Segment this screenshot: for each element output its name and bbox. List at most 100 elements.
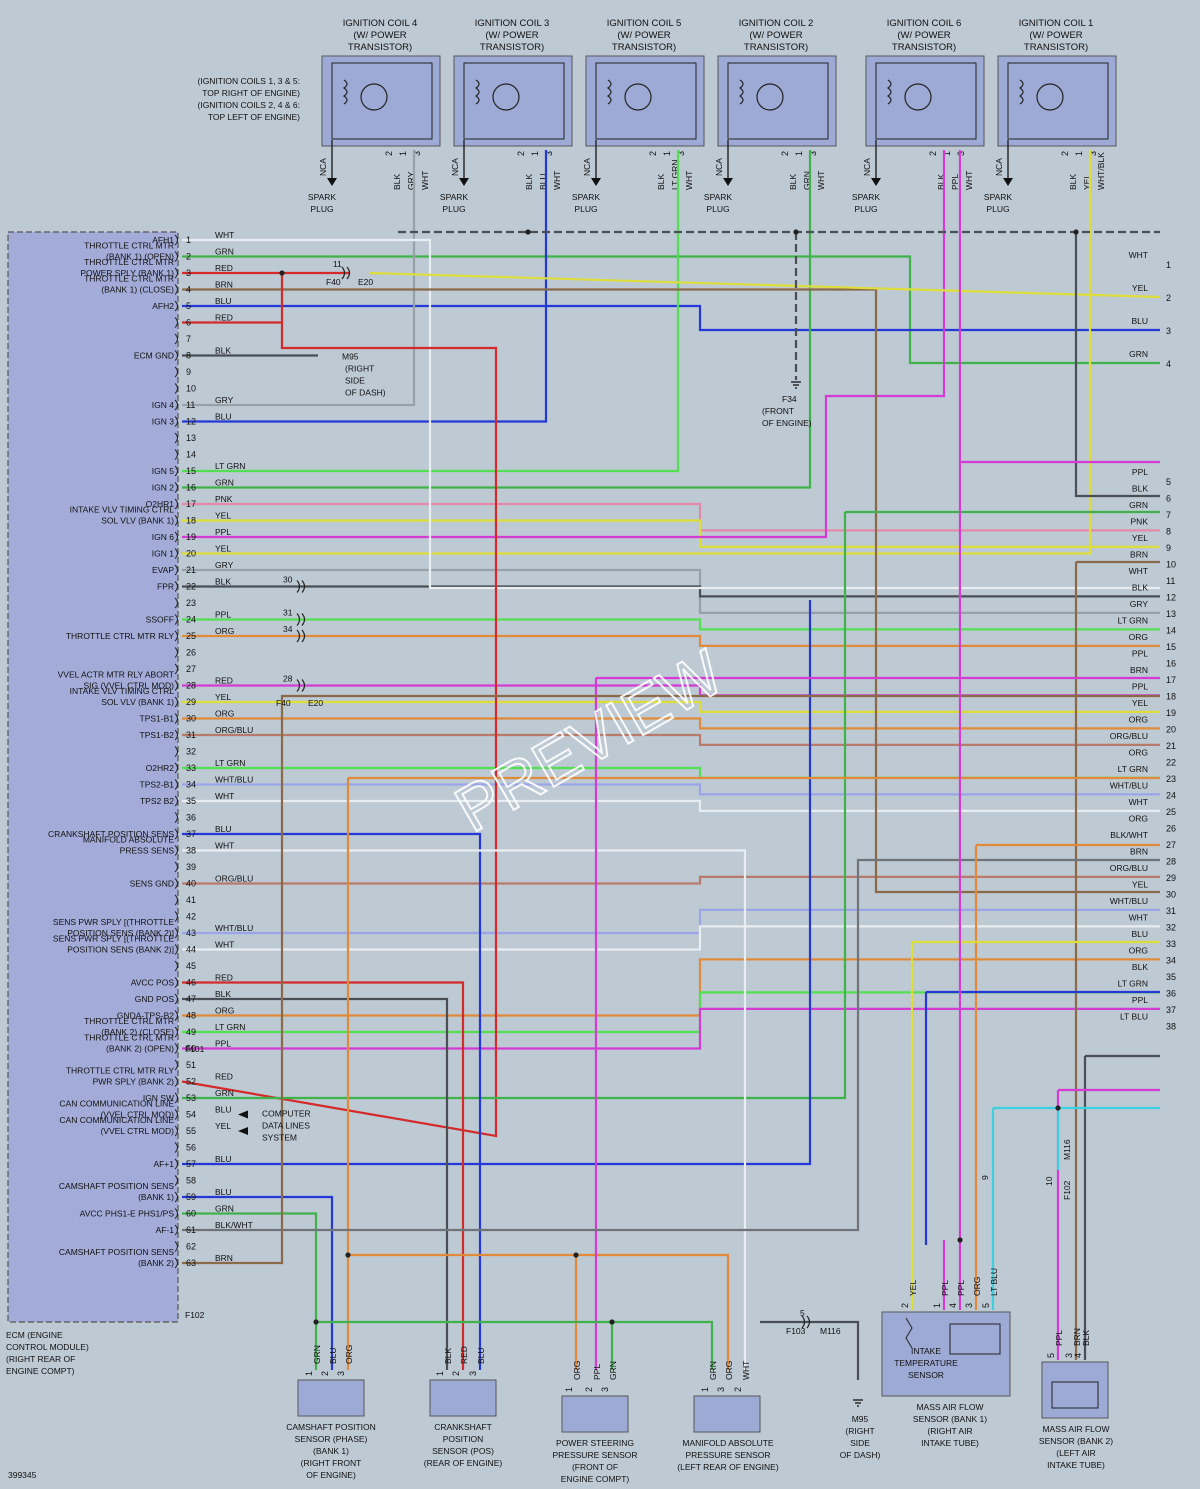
wire-map-wht [182, 849, 747, 1370]
right-terminal-wire-color: WHT/BLU [1110, 780, 1148, 790]
ecm-pin-terminal [174, 894, 178, 906]
ecm-pin-wire-color: GRY [215, 395, 234, 405]
sensor-pin-number: 4 [948, 1303, 958, 1308]
ecm-pin-terminal [174, 300, 178, 312]
splice-dot [313, 1319, 319, 1325]
coil-pin-number: 1 [662, 151, 672, 156]
ecm-pin-function: PRESS SENS [120, 846, 175, 856]
right-terminal-number: 21 [1166, 741, 1176, 751]
ignition-coil-body [453, 55, 573, 147]
right-terminals-group: 1WHT2YEL3BLU4GRN5PPL6BLK7GRN8PNK9YEL10BR… [1110, 250, 1176, 1031]
splice-dot [279, 270, 285, 276]
ecm-pin-terminal [174, 1191, 178, 1203]
f34-location: OF ENGINE) [762, 418, 812, 428]
wire-blk-terminal-6 [1074, 232, 1160, 498]
ecm-pin-wire-color: ORG/BLU [215, 874, 253, 884]
coil-pin-number: 1 [398, 151, 408, 156]
ecm-pin-wire-color: WHT [215, 940, 234, 950]
right-terminal-wire-color: LT GRN [1118, 978, 1148, 988]
m95-bottom-location: OF DASH) [840, 1450, 881, 1460]
sensor-ps-title: POWER STEERING [556, 1438, 634, 1448]
ecm-pin-terminal [174, 713, 178, 724]
ecm-pin-terminal [174, 1158, 178, 1170]
ecm-pin-wire-color: RED [215, 263, 233, 273]
ecm-pin-terminal [174, 1043, 178, 1054]
ecm-pin-number: 17 [186, 499, 196, 509]
ecm-pin-function: PWR SPLY (BANK 2) [93, 1077, 175, 1087]
wire-pin-40 [182, 875, 1160, 885]
ecm-pin-wire-color: BLK [215, 346, 231, 356]
sensor-wire-color: GRN [708, 1361, 718, 1380]
right-terminal-number: 32 [1166, 922, 1176, 932]
sensor-pin-number: 3 [468, 1371, 478, 1376]
connector-mark [806, 1315, 811, 1329]
sensor-pin-number: 2 [320, 1371, 330, 1376]
ecm-pin-function: (VVEL CTRL MOD) [100, 1126, 174, 1136]
sensor-pin-number: 4 [1073, 1353, 1083, 1358]
coil-pin-number: 2 [1060, 151, 1070, 156]
ecm-pin-function: INTAKE VLV TIMING CTRL [70, 686, 175, 696]
connector-mark [296, 679, 301, 692]
ecm-pin-function: FPR [157, 582, 174, 592]
right-terminal-number: 26 [1166, 823, 1176, 833]
ecm-pin-terminal [174, 284, 178, 295]
sensor-wire-color: ORG [344, 1345, 354, 1364]
ecm-pin-terminal [174, 828, 178, 840]
coil-wire-color: BLK [392, 174, 402, 190]
wire-afh1 [182, 238, 1160, 590]
wire-pin-17 [182, 502, 1160, 532]
right-terminal-number: 14 [1166, 625, 1176, 635]
spark-plug-label: SPARK [704, 192, 733, 202]
ecm-pin-wire-color: BLU [215, 1187, 232, 1197]
ignition-coil-title: TRANSISTOR) [480, 42, 544, 53]
coil-location-note: TOP LEFT OF ENGINE) [208, 112, 300, 122]
right-terminal-wire-color: BRN [1130, 665, 1148, 675]
sensor-maf1-inner: SENSOR [908, 1370, 944, 1380]
coil-location-note: (IGNITION COILS 2, 4 & 6: [198, 100, 301, 110]
sensor-wire-color: LT BLU [989, 1268, 999, 1296]
ecm-pin-number: 16 [186, 483, 196, 493]
sensor-ckp-title: SENSOR (POS) [432, 1446, 494, 1456]
ecm-pin-terminal [174, 350, 178, 361]
right-terminal-number: 19 [1166, 708, 1176, 718]
connector-m116-inline: M116 [1062, 1139, 1072, 1160]
ecm-pin-terminal [174, 911, 178, 922]
coil-pin-number: 2 [928, 151, 938, 156]
ecm-pin-function: (BANK 2) (CLOSE) [101, 1027, 174, 1037]
ecm-pin-number: 6 [186, 318, 191, 328]
connector-mark [301, 629, 306, 643]
sensor-pin-number: 1 [564, 1387, 574, 1392]
ecm-pin-function: AFH2 [152, 301, 174, 311]
ecm-pin-wire-color: GRY [215, 560, 234, 570]
spark-plug-label: SPARK [440, 192, 469, 202]
wire-pin-35 [182, 799, 1160, 812]
ecm-pin-wire-color: LT GRN [215, 1022, 245, 1032]
right-terminal-number: 1 [1166, 260, 1171, 270]
ecm-pin-number: 28 [186, 681, 196, 691]
right-terminal-wire-color: LT BLU [1120, 1011, 1148, 1021]
sensor-ckp-body [429, 1379, 497, 1417]
ecm-pin-number: 29 [186, 697, 196, 707]
ecm-pin-wire-color: LT GRN [215, 461, 245, 471]
ecm-pin-number: 10 [186, 384, 196, 394]
ecm-pin-number: 13 [186, 433, 196, 443]
connector-11: 11 [333, 259, 342, 269]
ecm-pin-terminal [174, 1142, 178, 1153]
ecm-pin-function: AFH1 [152, 235, 174, 245]
splice-dot [609, 1319, 615, 1325]
connector-f34: F34 [782, 394, 797, 404]
ignition-coil-title: TRANSISTOR) [1024, 42, 1088, 53]
coil-wire-color: WHT/BLK [1096, 152, 1106, 190]
right-terminal-number: 25 [1166, 807, 1176, 817]
ecm-pin-function: TPS2-B1 [140, 780, 175, 790]
coil-location-note: (IGNITION COILS 1, 3 & 5: [198, 76, 301, 86]
sensor-wire-color: BLK [443, 1348, 453, 1364]
ecm-pin-number: 58 [186, 1176, 196, 1186]
connector-mark [296, 580, 301, 593]
ecm-pin-function: THROTTLE CTRL MTR [84, 257, 174, 267]
coil-wire-color: BLK [936, 174, 946, 190]
wire-pin-21 [182, 568, 1160, 614]
sensor-cmp-title: CAMSHAFT POSITION [286, 1422, 376, 1432]
ecm-pin-wire-color: BLK [215, 989, 231, 999]
